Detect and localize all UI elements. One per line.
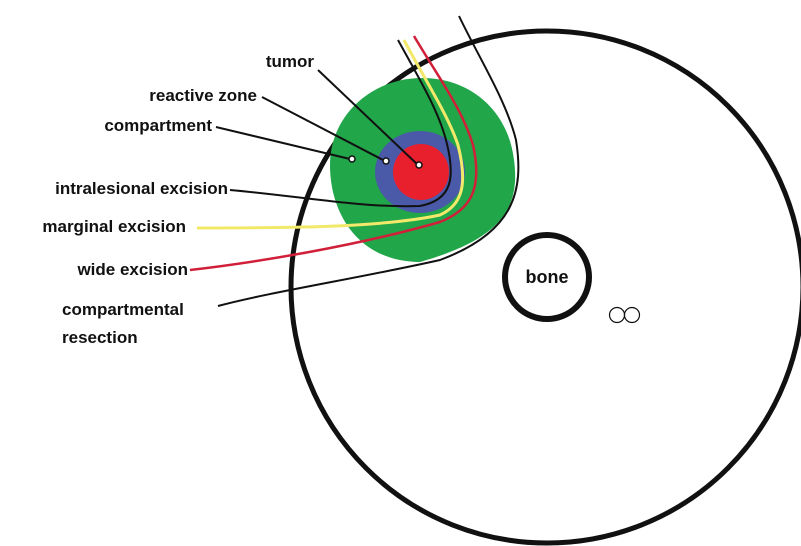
bone-label: bone xyxy=(526,267,569,287)
reactive-zone-label: reactive zone xyxy=(149,86,257,105)
marginal-excision-label: marginal excision xyxy=(42,217,186,236)
tumor-region xyxy=(393,144,449,200)
tumor-leader-dot xyxy=(416,162,422,168)
wide-excision-label: wide excision xyxy=(76,260,188,279)
compartment-label: compartment xyxy=(104,116,212,135)
reactive-zone-leader-dot xyxy=(383,158,389,164)
compartment-leader-dot xyxy=(349,156,355,162)
compartmental-resection-label-line1: compartmental xyxy=(62,300,184,319)
intralesional-excision-label: intralesional excision xyxy=(55,179,228,198)
compartmental-resection-label-line2: resection xyxy=(62,328,138,347)
tumor-label: tumor xyxy=(266,52,315,71)
